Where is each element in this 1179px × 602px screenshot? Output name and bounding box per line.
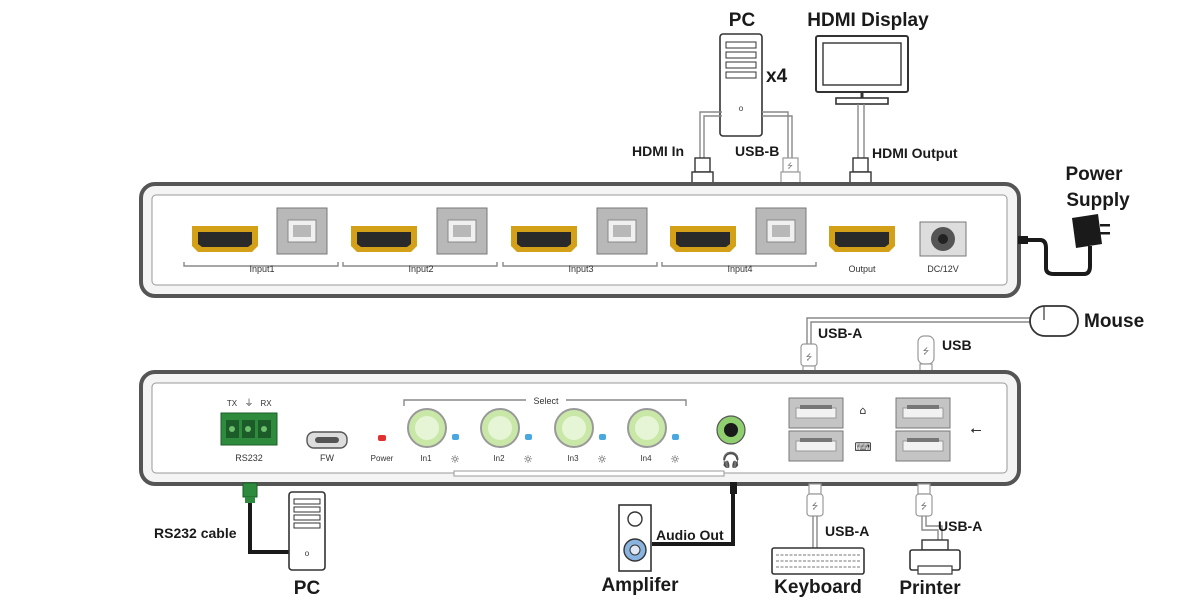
power-led: [378, 435, 386, 441]
rs232-plug: [242, 482, 258, 503]
select-label: Select: [533, 396, 559, 406]
printer-label: Printer: [899, 578, 961, 599]
rear-label-dc: DC/12V: [927, 264, 959, 274]
select-button-in1[interactable]: [407, 408, 447, 448]
rs232-cable-label: RS232 cable: [154, 525, 237, 541]
audio-out-label: Audio Out: [656, 527, 724, 543]
amplifier-icon: [618, 504, 652, 572]
brightness-icon-in2: ☼: [523, 453, 533, 466]
in1-label: In1: [420, 454, 432, 463]
keyboard-label: Keyboard: [774, 577, 862, 598]
brightness-icon-in1: ☼: [450, 453, 460, 466]
hdmi-in-label: HDMI In: [632, 143, 684, 159]
rear-label-input4: Input4: [727, 264, 752, 274]
power-supply-label-2: Supply: [1066, 190, 1130, 211]
pc-top-label: PC: [729, 10, 756, 31]
rs232-terminal: [220, 412, 278, 446]
fw-port: [306, 431, 348, 449]
power-led-label: Power: [371, 454, 394, 463]
keyboard-small-icon: ⌨: [854, 440, 871, 454]
led-in3: [599, 434, 606, 440]
usb-a-mouse-label: USB-A: [818, 325, 862, 341]
in4-label: In4: [640, 454, 652, 463]
mouse-label: Mouse: [1084, 311, 1144, 332]
hdmi-display-label: HDMI Display: [807, 10, 929, 31]
hdmi-output-label: HDMI Output: [872, 145, 958, 161]
usb-b-port-input2: [436, 207, 488, 255]
usb-label: USB: [942, 337, 972, 353]
ground-icon: ⏚: [244, 398, 253, 409]
headphone-icon: 🎧: [722, 451, 741, 469]
svg-text:o: o: [739, 104, 744, 113]
usb-b-port-input3: [596, 207, 648, 255]
rs232-cable-line: [248, 503, 298, 554]
hdmi-port-output: [829, 226, 895, 252]
fw-label: FW: [320, 453, 334, 463]
rear-label-input1: Input1: [249, 264, 274, 274]
mouse-cable: [806, 317, 1030, 344]
keyboard-icon: [771, 547, 865, 575]
tx-label: TX: [227, 399, 238, 408]
svg-text:⭍: ⭍: [921, 502, 928, 511]
power-supply-icon: [1072, 214, 1110, 248]
usb-a-port-usb: [895, 397, 951, 429]
usb-symbol-icon: ⭠: [970, 422, 981, 438]
printer-icon: [909, 539, 961, 575]
hdmi-output-plug: [849, 157, 872, 187]
svg-text:⭍: ⭍: [923, 347, 930, 356]
mouse-small-icon: ⌂: [860, 404, 867, 417]
pc-bottom-icon: o: [288, 491, 326, 571]
dc-power-jack: [919, 221, 967, 257]
in3-label: In3: [567, 454, 579, 463]
usb-a-port-mouse: [788, 397, 844, 429]
audio-jack: [716, 415, 746, 445]
power-supply-label-1: Power: [1065, 164, 1123, 185]
pc-bottom-label: PC: [294, 578, 321, 599]
hdmi-in-plug: [691, 157, 714, 187]
rear-label-output: Output: [848, 264, 876, 274]
hdmi-port-input4: [670, 226, 736, 252]
audio-out-cable: [652, 484, 735, 546]
brightness-icon-in3: ☼: [597, 453, 607, 466]
printer-cable: [921, 516, 939, 540]
usb-a-port-keyboard: [788, 430, 844, 462]
hdmi-display-icon: [815, 35, 909, 105]
usb-a-keyboard-label: USB-A: [825, 523, 869, 539]
power-cable: [1020, 238, 1092, 276]
svg-text:o: o: [305, 549, 310, 558]
x4-label: x4: [766, 66, 788, 87]
select-button-in2[interactable]: [480, 408, 520, 448]
amplifier-label: Amplifer: [601, 575, 679, 596]
rs232-label: RS232: [235, 453, 263, 463]
usb-b-cable: [762, 111, 789, 158]
rear-label-input3: Input3: [568, 264, 593, 274]
pc-top-icon: o: [719, 33, 763, 137]
rx-label: RX: [260, 399, 272, 408]
usb-b-port-input1: [276, 207, 328, 255]
rear-label-input2: Input2: [408, 264, 433, 274]
select-button-in3[interactable]: [554, 408, 594, 448]
usb-b-port-input4: [755, 207, 807, 255]
svg-text:⭍: ⭍: [787, 162, 793, 170]
svg-text:⭍: ⭍: [806, 353, 813, 362]
usb-a-plug-printer: ⭍: [915, 483, 933, 517]
led-in1: [452, 434, 459, 440]
usb-b-label: USB-B: [735, 143, 779, 159]
mouse-icon: [1029, 305, 1079, 337]
hdmi-port-input2: [351, 226, 417, 252]
led-in4: [672, 434, 679, 440]
in2-label: In2: [493, 454, 505, 463]
led-in2: [525, 434, 532, 440]
usb-a-printer-label: USB-A: [938, 518, 982, 534]
hdmi-port-input3: [511, 226, 577, 252]
hdmi-port-input1: [192, 226, 258, 252]
svg-text:⭍: ⭍: [812, 502, 819, 511]
hdmi-in-cable: [699, 111, 722, 160]
usb-a-plug-keyboard: ⭍: [806, 483, 824, 517]
usb-a-port-printer: [895, 430, 951, 462]
brightness-icon-in4: ☼: [670, 453, 680, 466]
select-button-in4[interactable]: [627, 408, 667, 448]
